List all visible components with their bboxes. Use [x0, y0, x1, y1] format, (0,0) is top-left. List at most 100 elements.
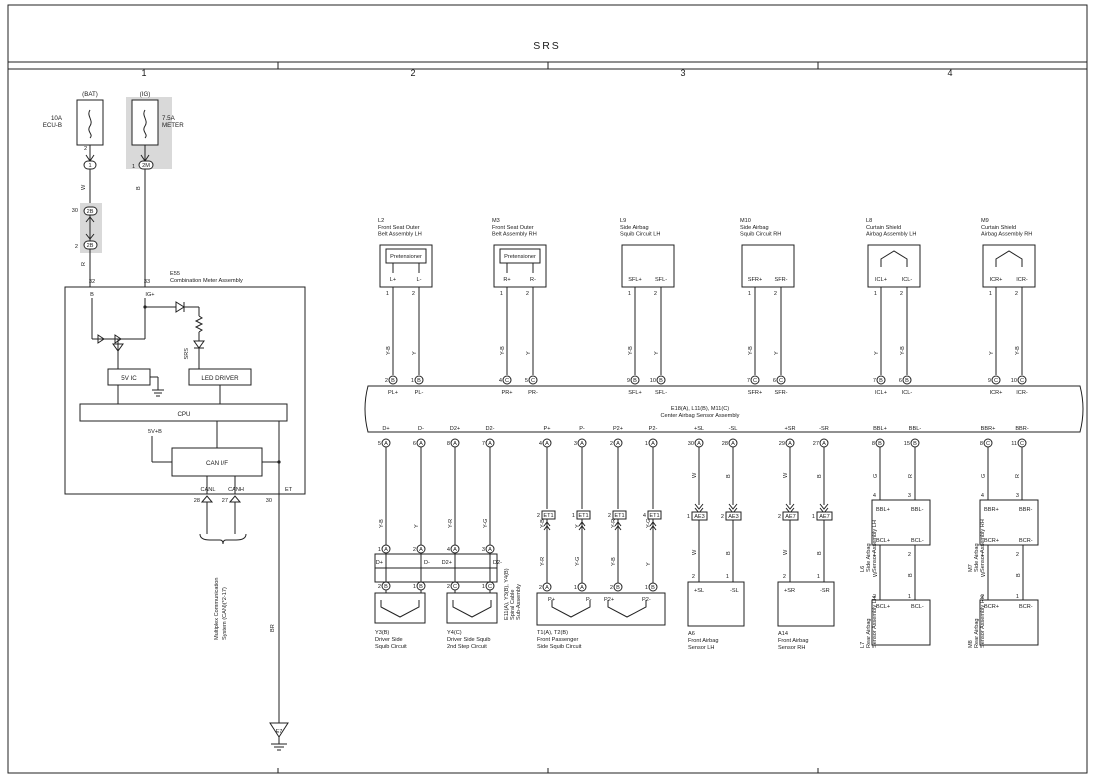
airbag-icon — [880, 250, 908, 267]
wire-color: R — [908, 474, 914, 478]
fuse-box — [76, 99, 104, 146]
sensor-term: -SL — [730, 588, 739, 594]
sensor-name-line1: Front Airbag — [778, 638, 808, 644]
sensor-name-line1: Side Airbag — [974, 543, 980, 572]
center-terminal: BBR- — [1015, 426, 1029, 432]
wire-color: W — [692, 472, 698, 478]
pin-number: 2 — [385, 378, 388, 384]
fuse-source-ig: (IG) — [140, 91, 151, 98]
pin-letter: B — [384, 584, 388, 590]
squib-term: P+ — [548, 597, 555, 603]
pin-number: 1 — [378, 547, 381, 553]
pin-number: 6 — [899, 378, 902, 384]
pin-number: 2 — [900, 291, 903, 297]
wire-color: B — [817, 551, 823, 555]
center-airbag-sensor: E18(A), L11(B), M11(C) Center Airbag Sen… — [364, 385, 1084, 433]
spiral-line2: Spiral Cable — [510, 590, 516, 620]
connector-label: AE7 — [819, 514, 830, 520]
pin-number: 8 — [447, 441, 450, 447]
pin-number: 2 — [412, 291, 415, 297]
pin-circle — [776, 375, 786, 385]
squib-name-line2: Squib Circuit — [375, 644, 407, 650]
term-ig: IG+ — [145, 292, 154, 298]
sensor-name-line2: Sensor Assembly LH — [872, 596, 878, 648]
connector-pin: 2 — [537, 513, 540, 519]
connector-pin: 2 — [608, 513, 611, 519]
squib-id: Y3(B) — [375, 630, 389, 636]
pin-number: 30 — [688, 441, 694, 447]
connector-label: AE7 — [785, 514, 796, 520]
spiral-terminal: D+ — [376, 560, 383, 566]
pin-circle — [613, 582, 623, 592]
pin-letter: C — [453, 584, 457, 590]
wire-color: W — [81, 184, 87, 190]
center-terminal: SFR+ — [748, 390, 762, 396]
pin-circle — [542, 582, 552, 592]
pin-number: 1 — [413, 584, 416, 590]
pin-letter: A — [384, 547, 388, 553]
center-terminal: ICL- — [902, 390, 913, 396]
wire-color: Y — [414, 524, 420, 528]
pin-number: 2 — [783, 574, 786, 580]
connector-pin: 1 — [572, 513, 575, 519]
center-terminal: PR+ — [501, 390, 512, 396]
connector-label: AE3 — [694, 514, 705, 520]
pin-circle — [750, 375, 760, 385]
pin-letter: A — [580, 585, 584, 591]
terminal: BCL+ — [876, 538, 890, 544]
pin-number: 2 — [873, 594, 876, 600]
pin-et: 30 — [266, 498, 272, 504]
term-et: ET — [285, 487, 293, 493]
terminal: ICL- — [902, 277, 913, 283]
terminal: BCR- — [1019, 604, 1033, 610]
pin-number: 7 — [873, 378, 876, 384]
center-terminal: PL- — [415, 390, 424, 396]
pin-ig: 33 — [144, 279, 150, 285]
terminal: SFL- — [655, 277, 667, 283]
block-label: 5V IC — [121, 375, 137, 382]
terminal: R- — [530, 277, 536, 283]
center-terminal: PL+ — [388, 390, 398, 396]
fuse-name-line1: 10A — [51, 115, 63, 122]
terminal: BCR- — [1019, 538, 1033, 544]
pin-number: 11 — [1011, 441, 1017, 447]
terminal: BBR- — [1019, 507, 1033, 513]
center-terminal: D2- — [485, 426, 494, 432]
pin-number: 2 — [526, 291, 529, 297]
pin-letter: B — [417, 378, 421, 384]
wire-color: Y-G — [575, 557, 581, 566]
airbag-icon — [995, 250, 1023, 267]
center-terminal: SFL- — [655, 390, 667, 396]
pin-number: 1 — [726, 574, 729, 580]
sensor-term: -SR — [820, 588, 830, 594]
component-box — [982, 244, 1036, 288]
squib-icon — [452, 600, 492, 618]
terminal: ICL+ — [875, 277, 887, 283]
sensor-a14: +SR -SR A14 Front Airbag Sensor RH — [777, 581, 835, 651]
squib-name-line2: 2nd Step Circuit — [447, 644, 487, 650]
pin-letter: A — [488, 547, 492, 553]
pin-number: 10 — [1011, 378, 1017, 384]
pin-number: 2 — [610, 441, 613, 447]
center-terminal: SFR- — [774, 390, 787, 396]
connector-label: ET1 — [543, 513, 553, 519]
squib-term: P- — [586, 597, 592, 603]
squib-name-line1: Front Passenger — [537, 637, 578, 643]
pin-letter: B — [391, 378, 395, 384]
component-name-line2: Belt Assembly RH — [492, 232, 537, 238]
sensor-name-line2: Sensor Assembly RH — [980, 519, 986, 572]
sensor-id: L6 — [860, 566, 866, 572]
ground-wire-color: BR — [270, 624, 276, 632]
sensor-name-line1: Side Airbag — [866, 543, 872, 572]
multiplex-line2: System (CAN)(*2-17) — [222, 587, 228, 640]
connector-pin: 1 — [687, 514, 690, 520]
pin-letter: B — [633, 378, 637, 384]
component-id: L9 — [620, 218, 626, 224]
wire-color: Y-B — [1015, 346, 1021, 355]
wire-color: W — [783, 549, 789, 555]
